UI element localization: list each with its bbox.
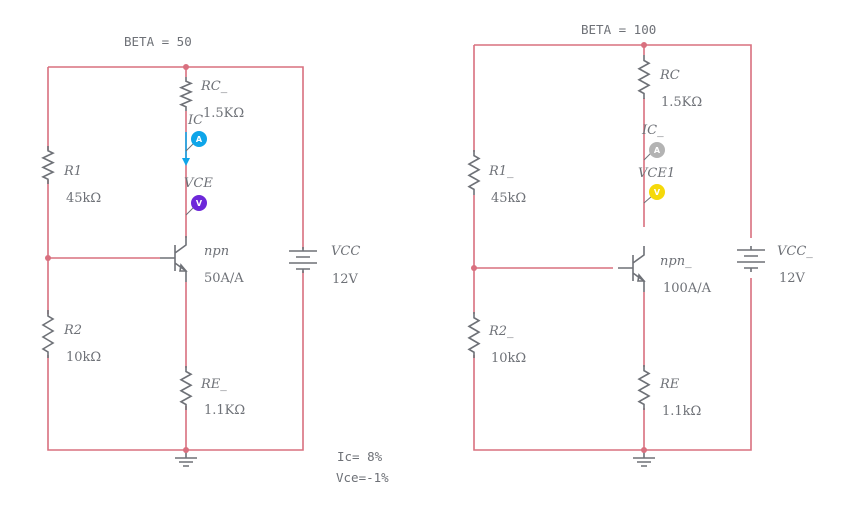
ammeter-icon	[191, 131, 207, 147]
left-voltmeter-label: VCE	[184, 176, 213, 191]
left-rc-label: RC_	[200, 79, 228, 94]
symbol-stroke	[175, 450, 197, 467]
ammeter-glyph: A	[654, 146, 661, 155]
left-ammeter-label: IC	[187, 113, 203, 128]
left-npn-transistor[interactable]	[160, 236, 188, 282]
ammeter-glyph: A	[196, 135, 203, 144]
right-r2-resistor[interactable]	[467, 312, 481, 358]
right-rc-resistor[interactable]	[637, 55, 651, 99]
symbol-stroke	[618, 246, 645, 292]
right-r2-value: 10kΩ	[491, 351, 526, 366]
left-r1-label: R1	[63, 164, 82, 179]
ic-change-note: Ic= 8%	[337, 449, 383, 464]
right-vcc-battery[interactable]	[737, 246, 765, 272]
left-beta-title: BETA = 50	[124, 34, 192, 49]
symbol-stroke	[179, 263, 188, 272]
node-dot	[471, 265, 477, 271]
right-re-label: RE	[659, 377, 680, 392]
ammeter-icon	[649, 142, 665, 158]
right-beta-title: BETA = 100	[581, 22, 656, 37]
left-vcc-battery[interactable]	[289, 247, 317, 273]
symbol-stroke	[41, 146, 55, 184]
left-r1-resistor[interactable]	[41, 146, 55, 184]
left-r2-resistor[interactable]	[41, 310, 55, 358]
symbol-stroke	[637, 55, 651, 99]
symbol-stroke	[633, 450, 655, 467]
right-ground-icon	[633, 450, 655, 467]
right-circuit: BETA = 100 RC 1.5KΩ R1_ 45kΩ R2_ 10kΩ RE…	[467, 22, 813, 467]
left-vcc-label: VCC	[331, 244, 360, 259]
node-dot	[641, 42, 647, 48]
left-transistor-label: npn	[204, 244, 229, 259]
symbol-stroke	[179, 366, 193, 410]
left-wires	[47, 66, 304, 451]
left-vcc-value: 12V	[332, 272, 359, 287]
symbol-stroke	[178, 77, 194, 111]
right-r1-resistor[interactable]	[467, 150, 481, 195]
right-r2-label: R2_	[488, 324, 514, 339]
vce-change-note: Vce=-1%	[336, 470, 389, 485]
voltmeter-icon	[191, 195, 207, 211]
right-vcc-label: VCC_	[777, 244, 813, 259]
symbol-stroke	[737, 246, 765, 272]
symbol-stroke	[637, 273, 646, 282]
left-rc-value: 1.5KΩ	[203, 106, 244, 121]
left-ground-icon	[175, 450, 197, 467]
symbol-stroke	[41, 310, 55, 358]
right-rc-label: RC	[659, 68, 680, 83]
right-voltmeter-label: VCE1	[638, 166, 675, 181]
voltmeter-icon	[649, 184, 665, 200]
left-voltmeter-probe[interactable]: V	[185, 195, 207, 216]
right-ammeter-label: IC_	[641, 123, 664, 138]
symbol-stroke	[467, 312, 481, 358]
right-npn-transistor[interactable]	[618, 246, 646, 292]
symbol-stroke	[289, 247, 317, 273]
right-rc-value: 1.5KΩ	[661, 95, 702, 110]
left-re-resistor[interactable]	[179, 366, 193, 410]
left-r1-value: 45kΩ	[66, 191, 101, 206]
left-r2-value: 10kΩ	[66, 350, 101, 365]
voltmeter-glyph: V	[196, 199, 203, 208]
node-dot	[641, 447, 647, 453]
current-arrow-head	[182, 158, 190, 166]
symbol-stroke	[160, 236, 187, 282]
right-r1-value: 45kΩ	[491, 191, 526, 206]
left-circuit: BETA = 50 RC_ 1.5KΩ R1 45kΩ R2 10kΩ RE_ …	[41, 34, 360, 467]
right-r1-label: R1_	[488, 164, 514, 179]
left-re-value: 1.1KΩ	[204, 403, 245, 418]
node-dot	[45, 255, 51, 261]
symbol-stroke	[637, 365, 651, 410]
right-transistor-value: 100A/A	[663, 281, 712, 296]
right-transistor-label: npn_	[660, 254, 692, 269]
left-re-label: RE_	[200, 377, 227, 392]
left-r2-label: R2	[63, 323, 82, 338]
right-re-resistor[interactable]	[637, 365, 651, 410]
left-transistor-value: 50A/A	[204, 271, 244, 286]
right-re-value: 1.1kΩ	[662, 404, 701, 419]
right-vcc-value: 12V	[779, 271, 806, 286]
node-dot	[183, 64, 189, 70]
symbol-stroke	[467, 150, 481, 195]
right-wires	[473, 44, 752, 451]
voltmeter-glyph: V	[654, 188, 661, 197]
right-ammeter-probe[interactable]: A	[643, 142, 665, 161]
node-dot	[183, 447, 189, 453]
right-voltmeter-probe[interactable]: V	[643, 184, 665, 204]
left-ammeter-probe[interactable]: A	[185, 131, 207, 152]
left-rc-resistor[interactable]	[178, 77, 194, 111]
